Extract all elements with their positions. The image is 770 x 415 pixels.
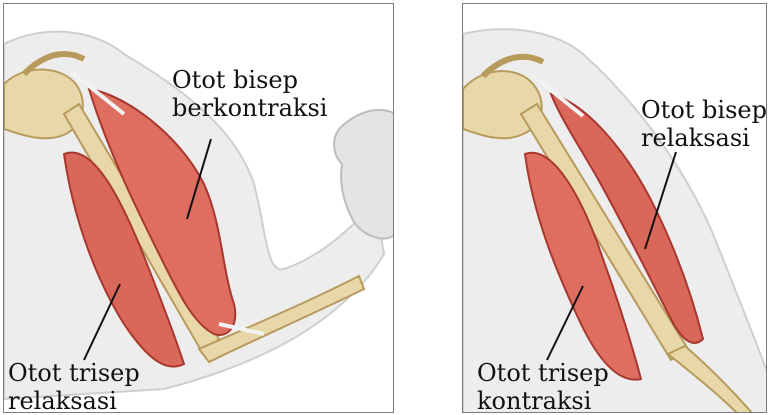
biceps-label: Otot bisep relaksasi — [641, 96, 767, 152]
triceps-label-line-1: Otot trisep — [477, 359, 609, 387]
triceps-label-line-2: kontraksi — [477, 387, 609, 413]
triceps-label-line-1: Otot trisep — [8, 359, 140, 387]
fist — [334, 110, 394, 238]
extended-arm-illustration — [463, 4, 767, 413]
biceps-label-line-2: relaksasi — [641, 124, 767, 152]
triceps-label-line-2: relaksasi — [8, 387, 140, 413]
flexed-arm-panel: Otot bisep berkontraksi Otot trisep rela… — [3, 3, 394, 413]
biceps-label-line-1: Otot bisep — [641, 96, 767, 124]
triceps-label: Otot trisep kontraksi — [477, 359, 609, 413]
biceps-label-line-2: berkontraksi — [172, 94, 327, 122]
biceps-label-line-1: Otot bisep — [172, 66, 327, 94]
biceps-label: Otot bisep berkontraksi — [172, 66, 327, 122]
extended-arm-panel: Otot bisep relaksasi Otot trisep kontrak… — [462, 3, 767, 413]
triceps-label: Otot trisep relaksasi — [8, 359, 140, 413]
